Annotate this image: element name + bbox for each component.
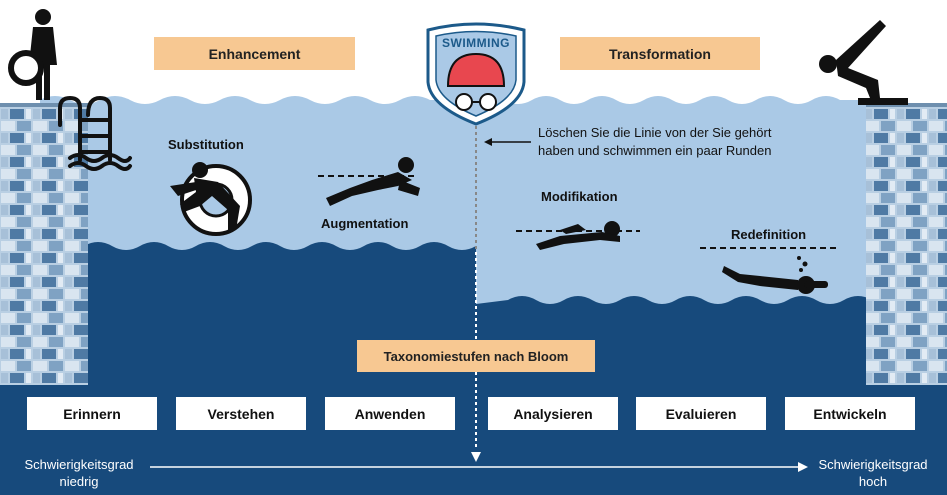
level-analysieren: Analysieren xyxy=(488,397,618,430)
swimming-badge-text: SWIMMING xyxy=(442,36,510,50)
difficulty-low: Schwierigkeitsgrad niedrig xyxy=(10,456,148,490)
note-line-1: Löschen Sie die Linie von der Sie gehört xyxy=(538,125,772,140)
bloom-title: Taxonomiestufen nach Bloom xyxy=(357,340,595,372)
note-text: Löschen Sie die Linie von der Sie gehört… xyxy=(538,124,808,160)
level-entwickeln: Entwickeln xyxy=(785,397,915,430)
level-verstehen: Verstehen xyxy=(176,397,306,430)
left-pool-wall xyxy=(0,103,88,385)
level-erinnern: Erinnern xyxy=(27,397,157,430)
swimming-badge-icon xyxy=(426,22,526,126)
label-substitution: Substitution xyxy=(168,137,244,152)
note-line-2: haben und schwimmen ein paar Runden xyxy=(538,143,772,158)
label-modifikation: Modifikation xyxy=(541,189,618,204)
redefinition-diver-icon xyxy=(722,256,828,294)
augmentation-swimmer-icon xyxy=(326,157,420,206)
label-redefinition: Redefinition xyxy=(731,227,807,242)
pool-ladder-icon xyxy=(58,95,132,171)
label-augmentation: Augmentation xyxy=(321,216,409,231)
right-pool-wall xyxy=(866,103,947,385)
tube-swimmer-icon xyxy=(170,162,252,236)
transformation-label: Transformation xyxy=(560,37,760,70)
lifeguard-icon xyxy=(8,9,57,100)
level-anwenden: Anwenden xyxy=(325,397,455,430)
modification-swimmer-icon xyxy=(536,221,620,250)
enhancement-label: Enhancement xyxy=(154,37,355,70)
diver-icon xyxy=(819,20,908,105)
shallow-water-left xyxy=(40,96,476,250)
level-evaluieren: Evaluieren xyxy=(636,397,766,430)
shallow-water-right xyxy=(476,96,900,304)
difficulty-high: Schwierigkeitsgrad hoch xyxy=(804,456,942,490)
difficulty-low-line1: Schwierigkeitsgrad xyxy=(24,457,134,472)
difficulty-high-line2: hoch xyxy=(858,474,888,489)
difficulty-high-line1: Schwierigkeitsgrad xyxy=(818,457,928,472)
difficulty-low-line2: niedrig xyxy=(59,474,99,489)
